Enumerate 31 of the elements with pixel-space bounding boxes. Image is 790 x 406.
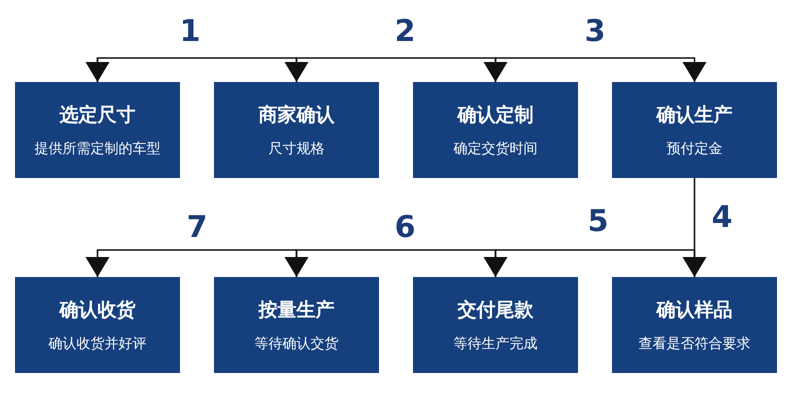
step-description: 预付定金 xyxy=(666,140,722,158)
step-description: 确定交货时间 xyxy=(454,140,538,158)
arrow xyxy=(682,178,706,277)
step-description: 等待确认交货 xyxy=(254,335,338,353)
process-box xyxy=(612,277,777,373)
arrow xyxy=(86,249,298,277)
process-box xyxy=(214,82,379,178)
step-description: 尺寸规格 xyxy=(268,140,324,158)
process-box xyxy=(413,277,578,373)
arrow xyxy=(96,57,308,82)
step-description: 提供所需定制的车型 xyxy=(34,140,160,158)
step-title: 选定尺寸 xyxy=(60,103,136,128)
step-title: 确认样品 xyxy=(656,298,732,323)
step-description: 等待生产完成 xyxy=(454,335,538,353)
step-description: 查看是否符合要求 xyxy=(638,335,750,353)
arrow xyxy=(494,57,706,82)
step-title: 确认收货 xyxy=(60,298,136,323)
arrow xyxy=(284,249,496,277)
step-title: 交付尾款 xyxy=(458,298,534,323)
process-box xyxy=(612,82,777,178)
step-title: 确认定制 xyxy=(458,103,534,128)
process-box xyxy=(15,277,180,373)
process-box xyxy=(214,277,379,373)
process-box xyxy=(413,82,578,178)
process-box xyxy=(15,82,180,178)
step-title: 按量生产 xyxy=(258,298,334,323)
step-description: 确认收货并好评 xyxy=(48,335,146,353)
step-title: 确认生产 xyxy=(656,103,732,128)
arrow xyxy=(296,57,508,82)
arrow xyxy=(484,249,696,277)
step-title: 商家确认 xyxy=(258,103,334,128)
